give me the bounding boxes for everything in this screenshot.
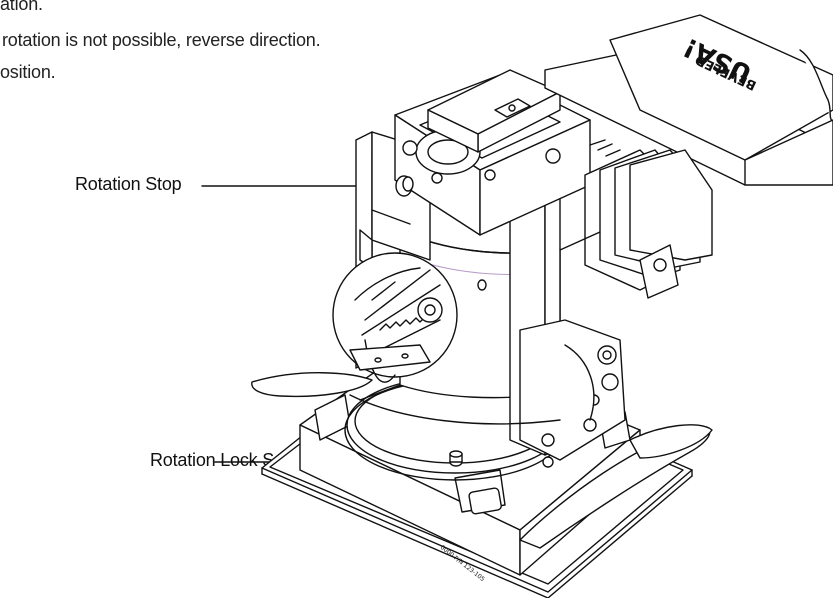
driver-box: USA! BEVELED xyxy=(544,14,833,186)
callout-rotation-stop: Rotation Stop xyxy=(75,174,182,194)
top-bracket xyxy=(427,69,561,153)
instruction-line-1: ation. xyxy=(0,0,43,14)
rotation-stop xyxy=(395,175,414,197)
left-wing-clip xyxy=(251,372,373,398)
heat-sink xyxy=(584,139,713,299)
right-wing-clip-2 xyxy=(629,424,713,459)
instruction-line-2: rotation is not possible, reverse direct… xyxy=(2,30,321,50)
rotation-lock-screw xyxy=(449,450,463,467)
right-yoke-arm xyxy=(509,189,626,468)
right-wing-clip xyxy=(519,427,711,549)
detail-circle xyxy=(332,252,458,383)
instruction-line-3: osition. xyxy=(0,62,56,82)
